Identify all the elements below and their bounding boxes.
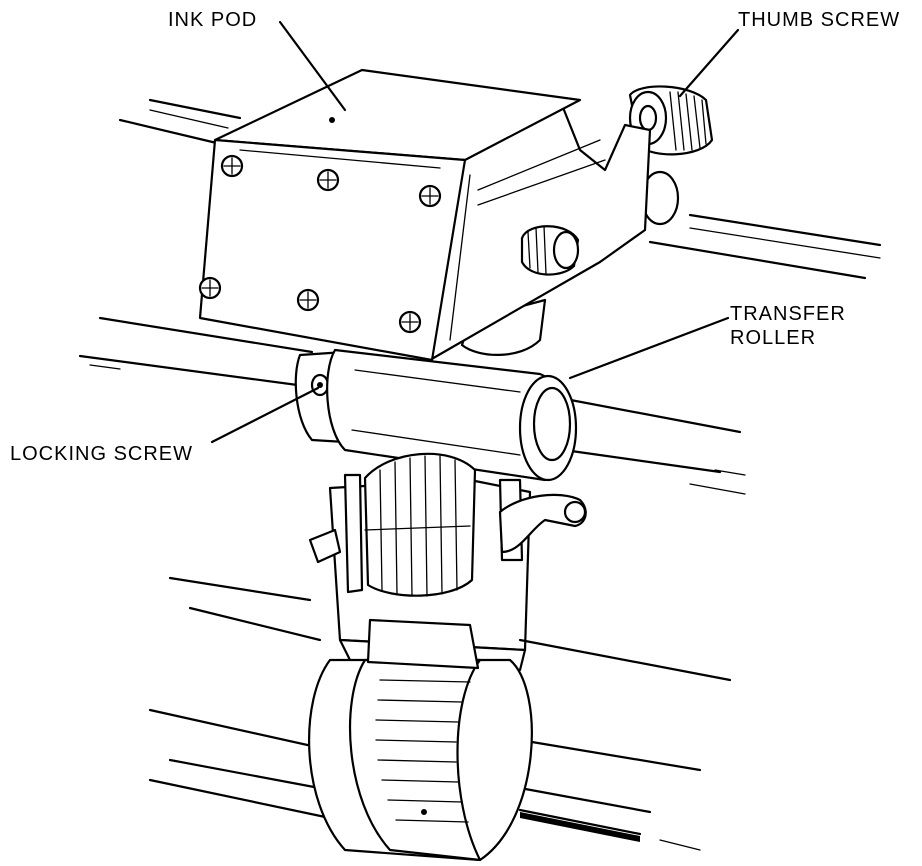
label-transfer-roller: TRANSFER ROLLER: [730, 302, 846, 350]
leader-ink-pod: [278, 20, 347, 112]
leader-lines: [210, 20, 740, 444]
leader-thumb-screw: [678, 28, 740, 98]
side-knob: [520, 225, 580, 276]
ink-pod: [198, 68, 652, 362]
transfer-roller: [294, 348, 578, 482]
pod-screws: [198, 154, 442, 334]
label-ink-pod: INK POD: [168, 9, 258, 31]
label-thumb-screw: THUMB SCREW: [738, 9, 901, 31]
band-clamp: [308, 618, 533, 862]
label-transfer-roller-line1: TRANSFER: [730, 303, 846, 325]
label-transfer-roller-line2: ROLLER: [730, 327, 817, 349]
lower-rails: [148, 576, 732, 851]
leader-transfer-roller: [568, 316, 730, 380]
numbering-head: [308, 452, 587, 672]
upper-rail: [118, 98, 882, 280]
leader-locking-screw: [210, 386, 320, 444]
transfer-roller-shaft: [78, 316, 746, 495]
label-locking-screw: LOCKING SCREW: [10, 443, 194, 465]
